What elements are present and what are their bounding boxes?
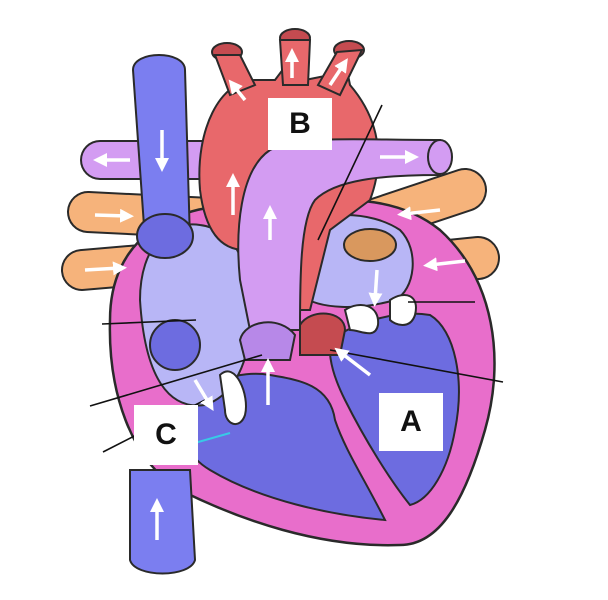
pulmonary-artery-end bbox=[427, 139, 453, 175]
aortic-valve bbox=[299, 312, 347, 356]
label-b: B bbox=[268, 98, 332, 150]
inferior-vena-cava bbox=[129, 469, 197, 575]
mitral-valve bbox=[343, 294, 417, 335]
pulmonary-vein-opening bbox=[343, 228, 397, 262]
svc-opening bbox=[136, 213, 194, 259]
label-c: C bbox=[134, 405, 198, 465]
label-lines bbox=[89, 104, 504, 453]
pulmonary-valve bbox=[238, 321, 297, 361]
flow-arrow-icon bbox=[84, 48, 466, 540]
ivc-opening bbox=[149, 319, 201, 371]
tricuspid-valve bbox=[218, 370, 247, 425]
label-a: A bbox=[379, 393, 443, 451]
